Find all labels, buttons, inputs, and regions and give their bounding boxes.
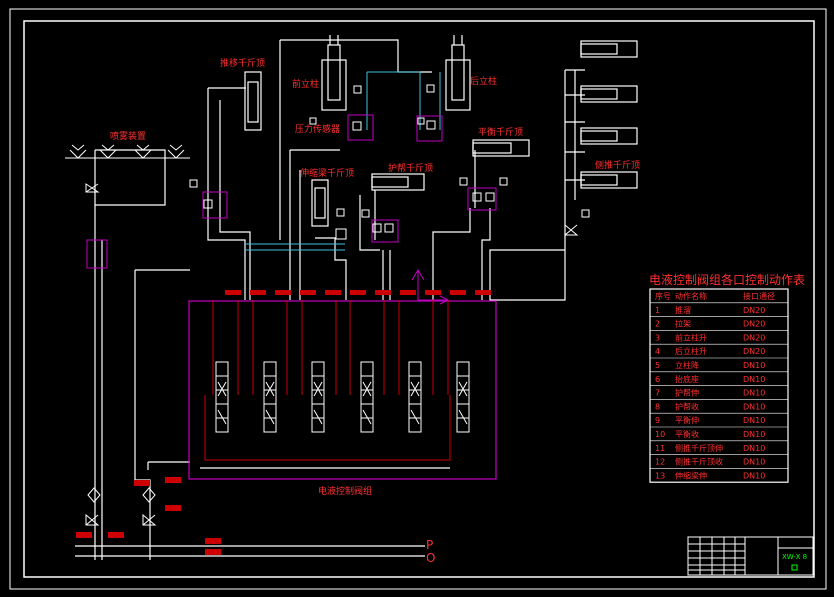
valve-group-box — [188, 300, 497, 480]
table-header-cell: 动作名称 — [675, 291, 707, 301]
table-cell: 10 — [655, 430, 665, 439]
table-cell: 5 — [655, 361, 660, 370]
table-cell: 11 — [655, 444, 665, 453]
table-header-cell: 接口通径 — [743, 291, 775, 301]
table-cell: DN10 — [743, 402, 765, 411]
table-cell: 4 — [655, 347, 660, 356]
table-cell: 平衡伸 — [675, 415, 699, 425]
stop-valves — [85, 183, 579, 526]
table-cell: 抬底座 — [675, 374, 699, 384]
table-cell: DN20 — [743, 320, 765, 329]
table-cell: 护帮收 — [675, 401, 699, 411]
pilot-lines — [245, 71, 441, 251]
spray-nozzles — [65, 144, 190, 159]
table-cell: 12 — [655, 458, 665, 467]
label-o-line: O — [426, 551, 435, 565]
table-cell: 7 — [655, 389, 660, 398]
port-row-top — [225, 290, 491, 295]
table-cell: DN10 — [743, 430, 765, 439]
left-port-blocks — [76, 477, 221, 555]
label-pressure-gauge: 压力传感器 — [295, 123, 340, 135]
cylinders — [244, 35, 638, 227]
table-cell: 1 — [655, 306, 660, 315]
table-cell: DN10 — [743, 416, 765, 425]
table-cell: 侧推千斤顶伸 — [675, 443, 723, 453]
table-cell: DN10 — [743, 471, 765, 480]
table-cell: DN10 — [743, 361, 765, 370]
table-cell: 侧推千斤顶收 — [675, 457, 723, 467]
label-push-jack: 推移千斤顶 — [220, 57, 265, 69]
action-table: 序号动作名称 接口通径 1 推溜 DN20 2 拉架 DN20 3 前立柱升 DN20 4 后立柱升 DN… — [649, 288, 789, 483]
valve-internal-lines — [204, 300, 451, 461]
label-rear-column: 后立柱 — [470, 75, 497, 87]
table-cell: DN10 — [743, 375, 765, 384]
table-title: 电液控制阀组各口控制动作表 — [649, 272, 805, 287]
table-cell: 9 — [655, 416, 660, 425]
table-cell: DN10 — [743, 444, 765, 453]
inner-border — [23, 20, 815, 578]
table-cell: 6 — [655, 375, 660, 384]
table-cell: 拉架 — [675, 319, 691, 329]
table-cell: 8 — [655, 402, 660, 411]
label-p-line: P — [426, 538, 433, 552]
drawing-number: XW-X 8 — [782, 553, 807, 561]
table-cell: 护帮伸 — [675, 388, 699, 398]
table-cell: 13 — [655, 471, 665, 480]
label-guard-jack: 护帮千斤顶 — [388, 162, 433, 174]
table-cell: 推溜 — [675, 305, 691, 315]
table-cell: 前立柱升 — [675, 332, 707, 342]
hydraulic-lines — [75, 39, 585, 560]
table-cell: DN10 — [743, 389, 765, 398]
table-cell: DN20 — [743, 347, 765, 356]
table-cell: DN10 — [743, 458, 765, 467]
table-cell: 后立柱升 — [675, 346, 707, 356]
label-valve-group: 电液控制阀组 — [318, 485, 372, 497]
label-extension-jack: 伸缩梁千斤顶 — [300, 167, 354, 179]
table-cell: 伸缩梁伸 — [675, 470, 707, 480]
table-cell: 立柱降 — [675, 360, 699, 370]
table-cell: 2 — [655, 320, 660, 329]
table-header-cell: 序号 — [655, 291, 671, 301]
table-cell: 平衡收 — [675, 429, 699, 439]
check-valves — [189, 84, 590, 240]
directional-valves — [215, 361, 470, 433]
outer-border — [9, 8, 827, 590]
lock-valve-boxes — [86, 114, 497, 269]
label-side-push-jack: 侧推千斤顶 — [595, 159, 640, 171]
table-cell: DN20 — [743, 306, 765, 315]
axis-arrow — [411, 269, 450, 305]
label-balance-jack: 平衡千斤顶 — [478, 126, 523, 138]
label-spray: 喷雾装置 — [110, 130, 146, 142]
table-cell: 3 — [655, 333, 660, 342]
title-block — [687, 536, 814, 576]
label-front-column: 前立柱 — [292, 78, 319, 90]
table-cell: DN20 — [743, 333, 765, 342]
